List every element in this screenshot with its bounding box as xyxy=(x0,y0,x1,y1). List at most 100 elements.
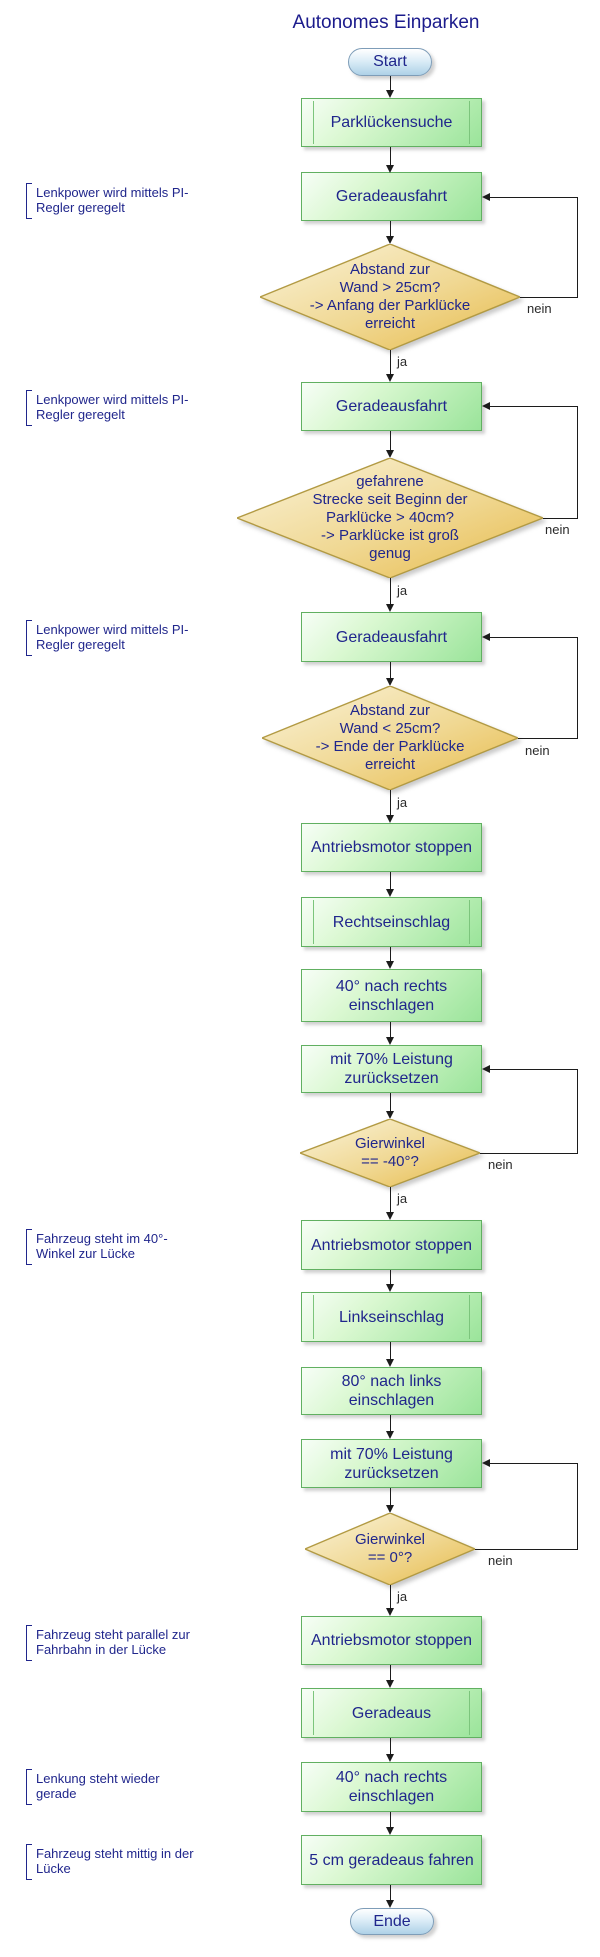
node-antriebsmotor-stoppen-3-label: Antriebsmotor stoppen xyxy=(311,1632,472,1649)
connector-arrow xyxy=(386,1505,394,1513)
node-geradeausfahrt-2: Geradeausfahrt xyxy=(301,382,482,431)
connector-line xyxy=(480,1153,578,1154)
node-links-einschlagen: 80° nach links einschlagen xyxy=(301,1367,482,1415)
node-parklueckensuche: Parklückensuche xyxy=(301,98,482,147)
node-linkseinschlag: Linkseinschlag xyxy=(301,1292,482,1342)
terminal-ende: Ende xyxy=(350,1908,434,1935)
node-fuenf-cm-fahren-label: 5 cm geradeaus fahren xyxy=(309,1851,474,1869)
node-rechts-einschlagen-1-label: 40° nach rechts einschlagen xyxy=(335,977,448,1014)
connector-arrow xyxy=(482,633,490,641)
connector-line xyxy=(577,406,578,518)
predefined-bar-icon xyxy=(469,1691,470,1735)
node-links-einschlagen-label: 80° nach links einschlagen xyxy=(341,1373,442,1409)
connector-line xyxy=(390,872,391,889)
terminal-start-label: Start xyxy=(373,53,407,70)
annotation-lenkung-gerade: Lenkung steht wieder gerade xyxy=(26,1769,160,1805)
connector-line xyxy=(390,947,391,961)
edge-label-ja: ja xyxy=(397,795,408,810)
connector-line xyxy=(390,431,391,450)
bracket-icon xyxy=(26,1844,32,1880)
decision-ende-parkluecke-label: Abstand zur Wand < 25cm? -> Ende der Par… xyxy=(315,702,465,773)
node-geradeausfahrt-2-label: Geradeausfahrt xyxy=(335,398,448,415)
node-antriebsmotor-stoppen-2: Antriebsmotor stoppen xyxy=(301,1220,482,1270)
connector-line xyxy=(390,1738,391,1754)
predefined-bar-icon xyxy=(313,1691,314,1735)
predefined-bar-icon xyxy=(469,101,470,144)
connector-arrow xyxy=(386,450,394,458)
connector-line xyxy=(390,147,391,165)
annotation-lenkpower-3: Lenkpower wird mittels PI- Regler gerege… xyxy=(26,620,188,656)
connector-line xyxy=(490,406,578,407)
connector-arrow xyxy=(386,1754,394,1762)
decision-anfang-parkluecke: Abstand zur Wand > 25cm? -> Anfang der P… xyxy=(260,244,520,350)
connector-arrow xyxy=(386,1212,394,1220)
annotation-fahrzeug-mittig: Fahrzeug steht mittig in der Lücke xyxy=(26,1844,194,1880)
connector-line xyxy=(490,197,578,198)
edge-label-ja: ja xyxy=(397,1589,408,1604)
edge-label-nein: nein xyxy=(527,301,552,316)
node-geradeausfahrt-1-label: Geradeausfahrt xyxy=(335,188,448,205)
connector-arrow xyxy=(386,678,394,686)
connector-line xyxy=(390,790,391,815)
connector-arrow xyxy=(386,1900,394,1908)
connector-line xyxy=(520,297,578,298)
bracket-icon xyxy=(26,1229,32,1265)
node-rechtseinschlag-label: Rechtseinschlag xyxy=(332,913,451,931)
connector-line xyxy=(577,197,578,297)
node-fuenf-cm-fahren: 5 cm geradeaus fahren xyxy=(301,1835,482,1885)
connector-arrow xyxy=(482,1459,490,1467)
predefined-bar-icon xyxy=(313,1295,314,1339)
diamond-shape-icon xyxy=(237,458,543,578)
edge-label-ja: ja xyxy=(397,583,408,598)
decision-gierwinkel-minus-40-label: Gierwinkel == -40°? xyxy=(354,1135,426,1170)
connector-line xyxy=(490,1069,578,1070)
bracket-icon xyxy=(26,183,32,219)
node-rechts-einschlagen-2: 40° nach rechts einschlagen xyxy=(301,1762,482,1812)
connector-line xyxy=(390,1342,391,1359)
connector-arrow xyxy=(386,1608,394,1616)
diamond-shape-icon xyxy=(262,686,518,790)
decision-parkluecke-gross: gefahrene Strecke seit Beginn der Parklü… xyxy=(237,458,543,578)
connector-line xyxy=(518,738,578,739)
connector-line xyxy=(490,637,578,638)
connector-line xyxy=(390,1885,391,1900)
connector-line xyxy=(390,350,391,374)
connector-line xyxy=(390,1812,391,1827)
connector-arrow xyxy=(386,889,394,897)
connector-arrow xyxy=(386,1284,394,1292)
connector-arrow xyxy=(386,1359,394,1367)
annotation-lenkpower-2: Lenkpower wird mittels PI- Regler gerege… xyxy=(26,390,188,426)
terminal-ende-label: Ende xyxy=(373,1912,411,1930)
connector-line xyxy=(543,518,578,519)
edge-label-nein: nein xyxy=(488,1553,513,1568)
connector-line xyxy=(577,1069,578,1153)
connector-line xyxy=(475,1549,578,1550)
connector-arrow xyxy=(482,193,490,201)
edge-label-ja: ja xyxy=(397,1191,408,1206)
connector-arrow xyxy=(386,236,394,244)
node-geradeausfahrt-3: Geradeausfahrt xyxy=(301,612,482,662)
connector-line xyxy=(490,1463,578,1464)
edge-label-nein: nein xyxy=(488,1157,513,1172)
decision-gierwinkel-0: Gierwinkel == 0°? xyxy=(305,1513,475,1585)
page-title: Autonomes Einparken xyxy=(292,12,480,33)
connector-arrow xyxy=(386,1680,394,1688)
node-zuruecksetzen-2: mit 70% Leistung zurücksetzen xyxy=(301,1439,482,1488)
connector-line xyxy=(390,1585,391,1608)
diamond-shape-icon xyxy=(300,1119,480,1187)
node-rechtseinschlag: Rechtseinschlag xyxy=(301,897,482,947)
decision-ende-parkluecke: Abstand zur Wand < 25cm? -> Ende der Par… xyxy=(262,686,518,790)
decision-anfang-parkluecke-label: Abstand zur Wand > 25cm? -> Anfang der P… xyxy=(309,261,471,332)
connector-line xyxy=(390,76,391,90)
connector-line xyxy=(390,1488,391,1505)
connector-arrow xyxy=(386,165,394,173)
edge-label-ja: ja xyxy=(397,354,408,369)
connector-arrow xyxy=(386,1827,394,1835)
node-parklueckensuche-label: Parklückensuche xyxy=(330,114,453,131)
connector-arrow xyxy=(386,961,394,969)
connector-line xyxy=(390,1022,391,1037)
node-zuruecksetzen-1-label: mit 70% Leistung zurücksetzen xyxy=(330,1051,453,1087)
connector-arrow xyxy=(386,90,394,98)
connector-arrow xyxy=(482,402,490,410)
predefined-bar-icon xyxy=(313,900,314,944)
